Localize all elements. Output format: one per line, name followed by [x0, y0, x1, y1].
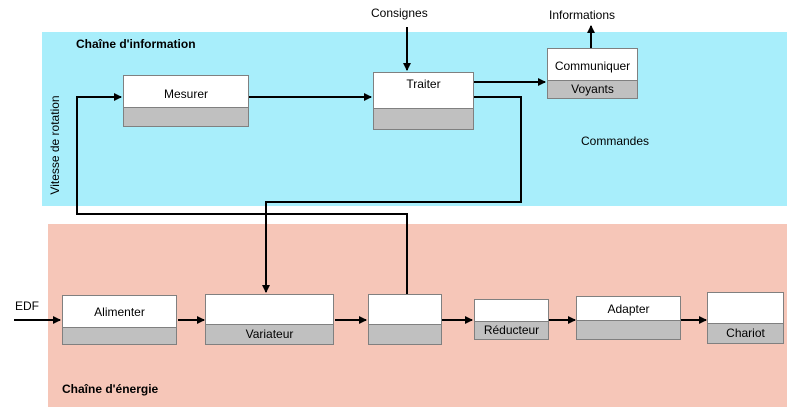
mesurer-label: Mesurer	[163, 87, 208, 101]
informations-label: Informations	[549, 8, 616, 22]
traiter-label: Traiter	[406, 77, 441, 91]
chariot-block: Chariot	[707, 292, 784, 344]
communiquer-block: Communiquer Voyants	[547, 48, 638, 99]
reducteur-sub: Réducteur	[475, 321, 548, 339]
mesurer-block: Mesurer	[123, 75, 249, 127]
commandes-label: Commandes	[581, 134, 650, 148]
traiter-block: Traiter	[373, 72, 474, 130]
mesurer-sub	[124, 107, 248, 126]
edf-label: EDF	[15, 299, 39, 313]
energy-chain-title: Chaîne d'énergie	[62, 382, 159, 396]
variateur-sub: Variateur	[206, 324, 333, 344]
alimenter-sub	[63, 327, 176, 344]
convertir-sub	[369, 324, 441, 344]
voyants-sub: Voyants	[548, 80, 637, 98]
arrow-commandes-variateur	[262, 96, 522, 293]
adapter-block: Adapter	[576, 296, 681, 340]
alimenter-label: Alimenter	[94, 305, 145, 319]
arrow-vitesse-mesurer	[76, 93, 408, 294]
adapter-sub	[577, 320, 680, 339]
traiter-sub	[374, 108, 473, 129]
convertir-block	[368, 294, 442, 345]
communiquer-label: Communiquer	[554, 59, 631, 73]
variateur-block: Variateur	[205, 294, 334, 345]
adapter-label: Adapter	[607, 302, 650, 316]
chariot-sub: Chariot	[708, 323, 783, 343]
information-chain-title: Chaîne d'information	[76, 37, 196, 51]
vitesse-rotation-label: Vitesse de rotation	[48, 95, 62, 195]
alimenter-block: Alimenter	[62, 295, 177, 345]
consignes-label: Consignes	[371, 6, 428, 20]
reducteur-block: Réducteur	[474, 299, 549, 340]
